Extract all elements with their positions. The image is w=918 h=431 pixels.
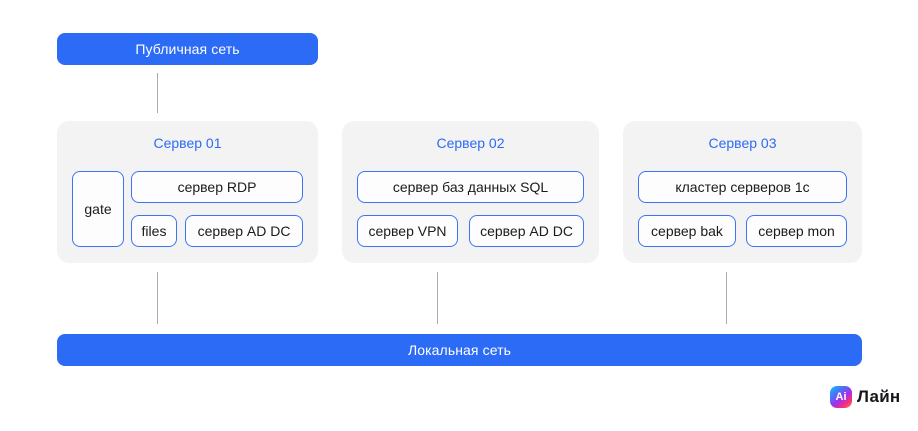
connector-server01-to-local [157,272,158,324]
server01-title: Сервер 01 [153,135,222,151]
server02-panel: Сервер 02 сервер баз данных SQL сервер V… [342,121,599,263]
node-gate: gate [72,171,124,247]
connector-server02-to-local [437,272,438,324]
node-addc-server-1: сервер AD DC [185,215,303,247]
local-network-bar: Локальная сеть [57,334,862,366]
company-logo: Ai Лайн [830,385,900,409]
node-bak-server: сервер bak [638,215,736,247]
logo-name-text: Лайн [857,387,901,406]
node-vpn-server: сервер VPN [357,215,458,247]
node-addc-server-2: сервер AD DC [469,215,584,247]
node-1c-cluster: кластер серверов 1с [638,171,847,203]
node-files: files [131,215,177,247]
server03-panel: Сервер 03 кластер серверов 1с сервер bak… [623,121,862,263]
logo-gradient-icon: Ai [830,386,852,408]
node-mon-server: сервер mon [746,215,847,247]
node-sql-db-server: сервер баз данных SQL [357,171,584,203]
connector-public-to-server01 [157,73,158,113]
node-rdp-server: сервер RDP [131,171,303,203]
server03-title: Сервер 03 [708,135,777,151]
connector-server03-to-local [726,272,727,324]
public-network-bar: Публичная сеть [57,33,318,65]
server01-panel: Сервер 01 gate сервер RDP files сервер A… [57,121,318,263]
server02-title: Сервер 02 [436,135,505,151]
